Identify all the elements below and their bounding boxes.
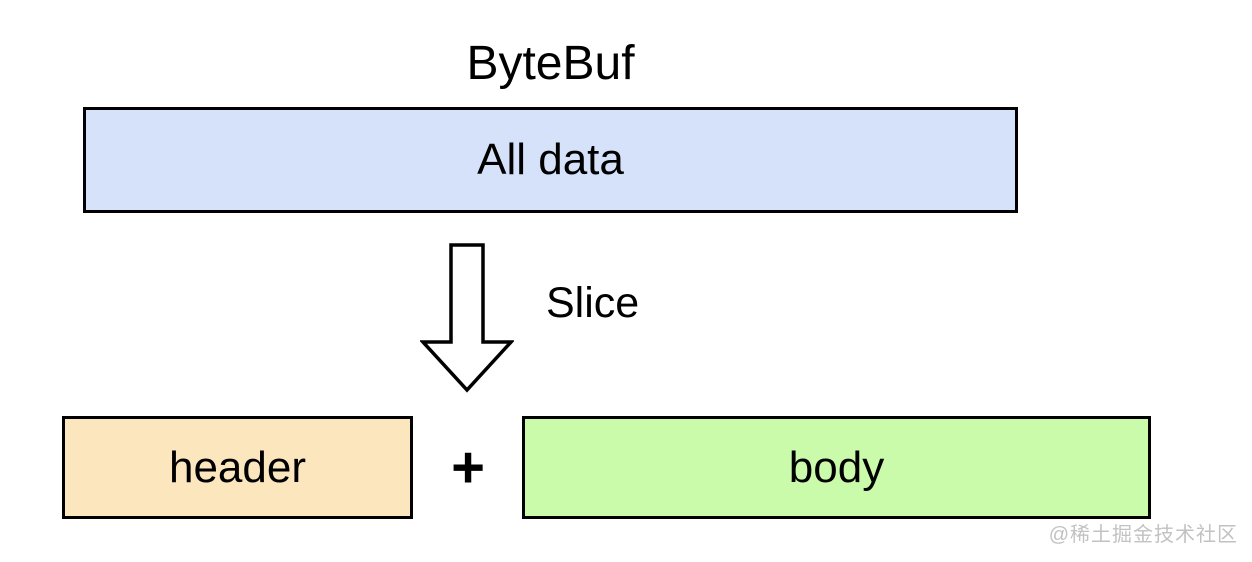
slice-label: Slice [546, 279, 640, 327]
header-box: header [62, 416, 413, 519]
all-data-box: All data [83, 107, 1018, 213]
watermark: @稀土掘金技术社区 [1048, 524, 1238, 546]
diagram-title: ByteBuf [466, 37, 635, 90]
body-box: body [522, 416, 1151, 519]
all-data-label: All data [477, 135, 624, 184]
plus-sign: + [451, 435, 485, 500]
body-label: body [788, 442, 885, 492]
down-arrow-icon [420, 243, 514, 393]
header-label: header [168, 442, 306, 492]
